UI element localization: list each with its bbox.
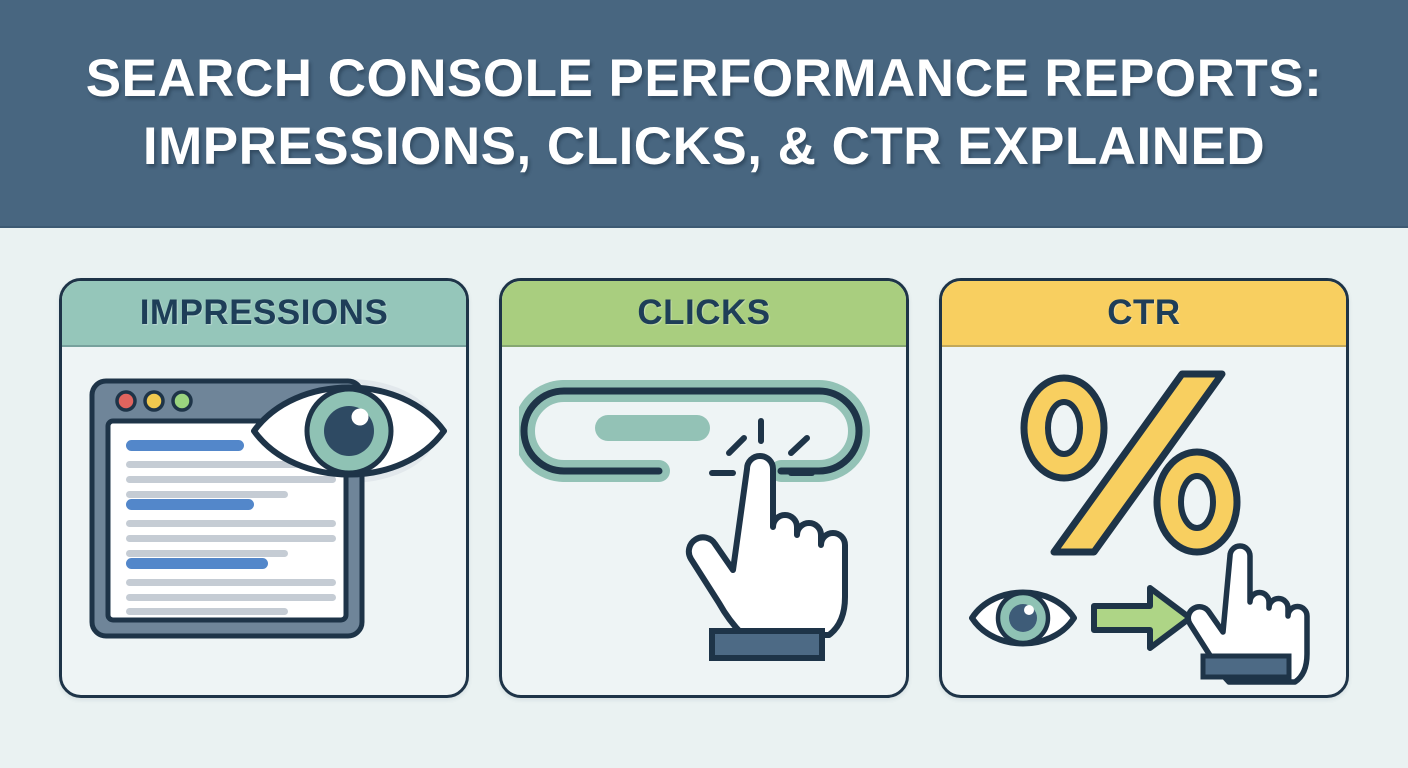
percent-symbol-icon: [1020, 370, 1241, 556]
search-result-group-2: [126, 499, 336, 557]
pointing-hand-cursor-icon: [1185, 543, 1310, 685]
right-arrow-icon: [1091, 585, 1193, 651]
eye-icon: [969, 589, 1077, 647]
card-impressions-header: IMPRESSIONS: [62, 281, 466, 347]
card-clicks[interactable]: CLICKS: [499, 278, 909, 698]
card-ctr[interactable]: CTR: [939, 278, 1349, 698]
traffic-dot-red: [115, 390, 137, 412]
search-bar-icon: [519, 380, 870, 482]
traffic-dot-green: [171, 390, 193, 412]
search-result-group-1: [126, 440, 336, 498]
metric-card-row: IMPRESSIONS: [0, 278, 1408, 698]
eye-icon: [251, 384, 447, 478]
traffic-dot-yellow: [143, 390, 165, 412]
page-title-line-2: IMPRESSIONS, CLICKS, & CTR EXPLAINED: [142, 117, 1266, 176]
search-bar-with-hand-icon: [519, 380, 870, 661]
card-clicks-header: CLICKS: [502, 281, 906, 347]
browser-window-icon: [89, 378, 447, 639]
hand-cuff: [709, 628, 825, 661]
card-ctr-illustration: [942, 347, 1346, 695]
card-impressions-illustration: [62, 347, 466, 695]
card-ctr-header: CTR: [942, 281, 1346, 347]
card-ctr-label: CTR: [1107, 293, 1181, 332]
card-clicks-illustration: [502, 347, 906, 695]
page-banner: SEARCH CONSOLE PERFORMANCE REPORTS: IMPR…: [0, 0, 1408, 228]
page-title-line-1: SEARCH CONSOLE PERFORMANCE REPORTS:: [85, 49, 1323, 108]
card-impressions-label: IMPRESSIONS: [139, 293, 389, 332]
ctr-formula-icon: [969, 370, 1310, 685]
card-clicks-label: CLICKS: [637, 293, 771, 332]
card-impressions[interactable]: IMPRESSIONS: [59, 278, 469, 698]
search-result-group-3: [126, 558, 336, 615]
search-bar-placeholder-pill: [595, 415, 710, 441]
pointing-hand-cursor-icon: [685, 453, 848, 661]
click-burst-lines: [709, 418, 815, 476]
hand-cuff: [1200, 653, 1292, 680]
